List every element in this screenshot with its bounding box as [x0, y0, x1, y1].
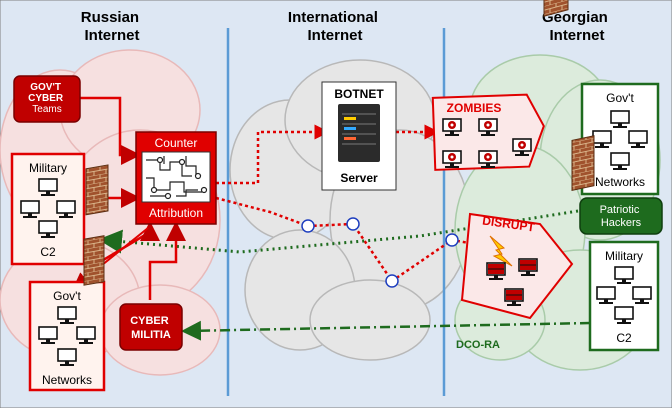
- botnet-server: BOTNET Server: [321, 81, 397, 191]
- russian-firewall-1: [85, 164, 109, 216]
- zombies-group: ZOMBIES: [431, 93, 545, 171]
- computer-icon: [20, 200, 40, 218]
- svg-text:Patriotic Hackers: Patriotic Hackers: [600, 204, 643, 229]
- russian-firewall-2: [83, 235, 105, 286]
- server-icon: [338, 104, 380, 162]
- svg-text:GOV'T CYBER Teams: GOV'T CYBER Teams: [28, 82, 66, 115]
- georgian-military-c2: Military C2: [588, 240, 660, 352]
- computer-icon: [610, 152, 630, 170]
- georgian-firewall-1: [543, 0, 569, 17]
- svg-text:Gov't: Gov't: [53, 289, 81, 303]
- computer-icon: [38, 326, 58, 344]
- computer-icon: [57, 348, 77, 366]
- russian-military-c2: Military C2: [10, 152, 86, 266]
- georgian-govt-networks: Gov't Networks: [580, 82, 660, 196]
- svg-text:Military: Military: [605, 249, 643, 263]
- arrow-cyberteams-to-counter: [80, 96, 141, 165]
- heading-international: International Internet: [288, 9, 382, 44]
- disrupted-computer-icon: [486, 262, 506, 280]
- svg-text:Attribution: Attribution: [149, 206, 203, 220]
- hop-node-2: [346, 217, 360, 231]
- computer-icon: [614, 306, 634, 324]
- svg-text:Counter: Counter: [155, 136, 198, 150]
- computer-icon: [610, 110, 630, 128]
- computer-icon: [614, 266, 634, 284]
- link-dco-ra: [181, 320, 591, 341]
- disrupted-computer-icon: [504, 288, 524, 306]
- dco-ra-label: DCO-RA: [456, 339, 500, 351]
- arrow-militia-to-counter: [148, 221, 186, 300]
- computer-icon: [57, 306, 77, 324]
- infected-computer-icon: [442, 118, 462, 136]
- svg-text:Server: Server: [340, 171, 378, 185]
- svg-text:CYBER MILITIA: CYBER MILITIA: [130, 315, 172, 341]
- hop-node-4: [445, 233, 459, 247]
- computer-icon: [38, 178, 58, 196]
- svg-text:ZOMBIES: ZOMBIES: [447, 101, 502, 115]
- svg-text:C2: C2: [616, 331, 632, 345]
- svg-text:Military: Military: [29, 161, 67, 175]
- svg-text:BOTNET: BOTNET: [334, 87, 384, 101]
- disrupt-group: DISRUPT: [460, 212, 574, 320]
- infected-computer-icon: [478, 118, 498, 136]
- heading-georgian: Georgian Internet: [542, 9, 612, 44]
- link-counter-to-botnet: [216, 124, 330, 185]
- disrupted-computer-icon: [518, 258, 538, 276]
- heading-russian: Russian Internet: [81, 9, 144, 44]
- computer-icon: [76, 326, 96, 344]
- svg-text:Networks: Networks: [595, 175, 645, 189]
- georgian-firewall-2: [571, 135, 595, 192]
- russian-govt-networks: Gov't Networks: [28, 280, 106, 392]
- infected-computer-icon: [442, 150, 462, 168]
- computer-icon: [628, 130, 648, 148]
- computer-icon: [596, 286, 616, 304]
- govt-cyber-teams: GOV'T CYBER Teams: [13, 75, 81, 123]
- counter-attribution: Counter Attribution: [135, 131, 217, 225]
- hop-node-3: [385, 274, 399, 288]
- patriotic-hackers: Patriotic Hackers: [579, 197, 663, 235]
- computer-icon: [56, 200, 76, 218]
- svg-text:Gov't: Gov't: [606, 91, 634, 105]
- hop-node-1: [301, 219, 315, 233]
- computer-icon: [38, 220, 58, 238]
- lightning-icon: [489, 235, 513, 267]
- computer-icon: [632, 286, 652, 304]
- svg-text:Networks: Networks: [42, 373, 92, 387]
- infected-computer-icon: [512, 138, 532, 156]
- infected-computer-icon: [478, 150, 498, 168]
- cyber-militia: CYBER MILITIA: [119, 303, 183, 351]
- svg-text:C2: C2: [40, 245, 56, 259]
